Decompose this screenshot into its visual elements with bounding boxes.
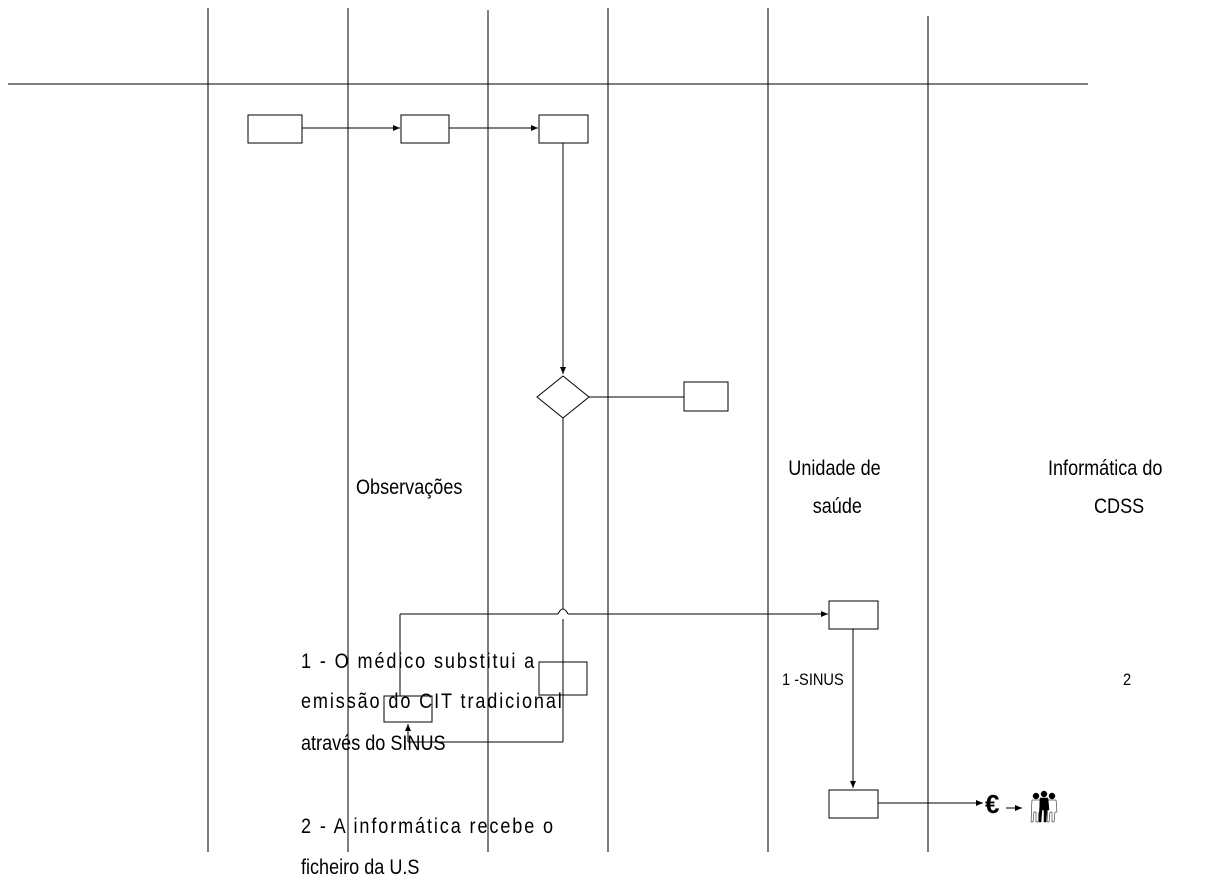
- people-icon: [1030, 790, 1058, 823]
- lane-header-unidade-saude-line1: Unidade de: [788, 457, 881, 480]
- decision-result-box: [683, 381, 729, 412]
- step-label-sinus: 1 -SINUS: [782, 670, 844, 689]
- process-box-1: [247, 114, 303, 144]
- process-box-center: [538, 661, 588, 696]
- lane-header-informatica-line1: Informática do: [1048, 457, 1163, 480]
- process-box-sinus-left: [383, 695, 433, 723]
- decision-diamond: [536, 375, 590, 419]
- process-box-2: [400, 114, 450, 144]
- line-hop: [557, 608, 569, 615]
- note-1-line-2: emissão do CIT tradicional: [301, 690, 564, 713]
- unidade-box-1: [828, 600, 879, 630]
- note-1-line-3: através do SINUS: [301, 732, 446, 755]
- unidade-box-2: [828, 789, 879, 819]
- euro-icon: €: [985, 789, 1000, 819]
- note-2-line-2: ficheiro da U.S: [301, 856, 420, 879]
- step-label-two: 2: [1123, 670, 1132, 689]
- observacoes-title: Observações: [356, 476, 463, 499]
- note-2-line-1: 2 - A informática recebe o: [301, 815, 555, 838]
- lane-header-informatica-line2: CDSS: [1094, 495, 1145, 518]
- note-1-line-1: 1 - O médico substitui a: [301, 650, 537, 673]
- lane-header-unidade-saude-line2: saúde: [812, 495, 862, 518]
- process-box-3: [538, 114, 589, 144]
